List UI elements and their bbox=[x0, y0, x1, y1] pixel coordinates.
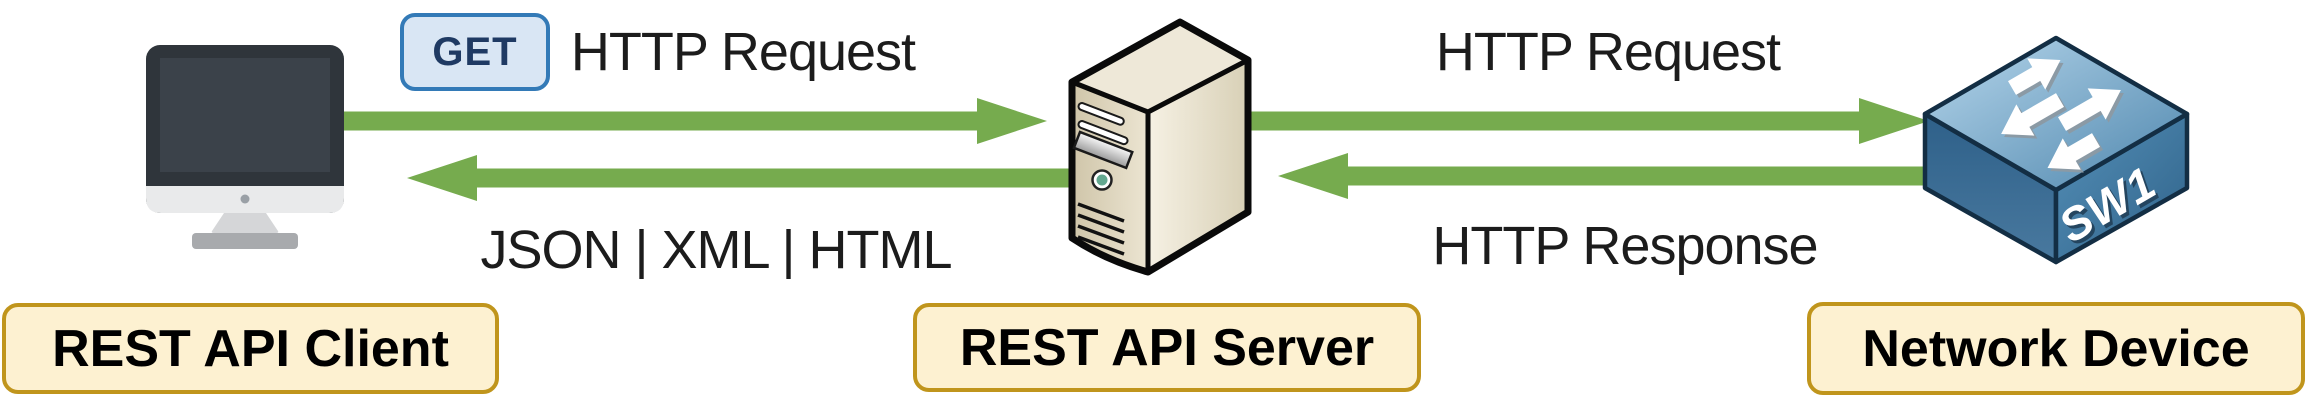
switch-cube bbox=[1922, 35, 2190, 265]
node-label-network-device: Network Device bbox=[1807, 302, 2305, 395]
server-body bbox=[1068, 18, 1252, 276]
arrow-server-to-device bbox=[1250, 98, 1929, 144]
monitor-screen bbox=[160, 58, 330, 172]
edge-label-http-request-right: HTTP Request bbox=[1435, 22, 1781, 82]
node-label-rest-api-client: REST API Client bbox=[2, 303, 499, 394]
server-vents bbox=[1077, 202, 1125, 256]
monitor-stand-base bbox=[192, 233, 298, 249]
arrow-device-to-server bbox=[1278, 153, 1940, 199]
desktop-monitor-icon bbox=[146, 45, 344, 249]
server-drive-bay bbox=[1072, 130, 1134, 170]
edge-label-http-response: HTTP Response bbox=[1432, 216, 1818, 276]
node-label-rest-api-server: REST API Server bbox=[913, 303, 1421, 392]
server-tower-icon bbox=[1068, 18, 1252, 276]
http-method-badge: GET bbox=[400, 13, 550, 91]
edge-label-response-formats: JSON | XML | HTML bbox=[480, 220, 952, 280]
server-front-details bbox=[1072, 102, 1134, 256]
arrow-server-to-client bbox=[407, 155, 1075, 201]
network-switch-icon: SW1 SW1 bbox=[1922, 35, 2190, 265]
monitor-camera-dot bbox=[240, 194, 250, 204]
edge-label-http-request-left: HTTP Request bbox=[570, 22, 916, 82]
monitor-stand-neck bbox=[211, 213, 279, 233]
arrow-client-to-server bbox=[340, 98, 1047, 144]
